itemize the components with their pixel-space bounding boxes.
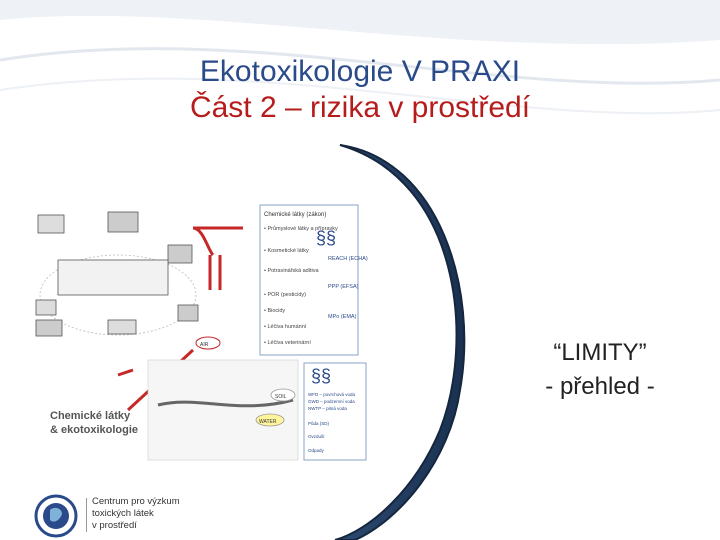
box-header: Chemické látky (zákon): [264, 212, 326, 218]
regulation-list: REACH (ECHA) PPP (EFSA) MPo (EMA): [328, 256, 368, 320]
lower-item-0: WFD – povrchová voda: [308, 392, 356, 397]
lower-item-5: Odpady: [308, 448, 325, 453]
regulation-1: PPP (EFSA): [328, 284, 359, 290]
badge-soil: SOIL: [275, 394, 287, 400]
item-6: • Léčiva veterinární: [264, 340, 311, 346]
lower-item-1: GWD – podzemní voda: [308, 399, 355, 404]
limity-heading: “LIMITY” - přehled -: [510, 336, 690, 404]
chemical-ecotox-diagram: Chemické látky (zákon) §§ • Průmyslové l…: [35, 204, 368, 461]
section-mark-2: §§: [311, 366, 331, 386]
lifecycle-illustration: [35, 211, 199, 337]
lower-list: WFD – povrchová voda GWD – podzemní voda…: [308, 392, 356, 453]
logo-line-2: toxických látek: [92, 508, 154, 519]
regulation-2: MPo (EMA): [328, 314, 357, 320]
slide-title: Ekotoxikologie V PRAXI Část 2 – rizika v…: [0, 54, 720, 126]
badge-water: WATER: [259, 419, 277, 425]
title-line-1: Ekotoxikologie V PRAXI: [199, 55, 521, 88]
item-3: • POR (pesticidy): [264, 292, 306, 298]
logo-line-1: Centrum pro výzkum: [92, 496, 180, 507]
caption-line-2: & ekotoxikologie: [50, 424, 139, 436]
diagram-caption: Chemické látky & ekotoxikologie: [50, 409, 150, 437]
item-0: • Průmyslové látky a přípravky: [264, 225, 338, 232]
item-2: • Potravinářská aditiva: [264, 268, 319, 274]
navy-arc: [334, 144, 466, 540]
environment-illustration: AIR SOIL WATER: [147, 336, 299, 461]
item-5: • Léčiva humánní: [264, 324, 307, 330]
lower-item-4: Ovzduší: [308, 434, 325, 439]
item-4: • Biocidy: [264, 308, 285, 314]
logo-line-3: v prostředí: [92, 520, 137, 531]
regulation-0: REACH (ECHA): [328, 256, 368, 262]
lower-item-2: NWTP – pitná voda: [308, 406, 347, 411]
title-line-2: Část 2 – rizika v prostředí: [189, 91, 531, 124]
item-1: • Kosmetické látky: [264, 248, 309, 254]
limity-line-1: “LIMITY”: [553, 339, 647, 366]
recetox-logo-icon: [34, 494, 78, 538]
logo-divider: [86, 498, 87, 532]
lower-item-3: Půda (SD): [308, 420, 330, 426]
limity-line-2: - přehled -: [545, 373, 655, 400]
section-mark-1: §§: [316, 228, 336, 248]
badge-air: AIR: [200, 342, 209, 348]
logo-text: Centrum pro výzkum toxických látek v pro…: [92, 496, 180, 532]
item-list: • Průmyslové látky a přípravky • Kosmeti…: [264, 225, 338, 346]
caption-line-1: Chemické látky: [50, 410, 131, 422]
